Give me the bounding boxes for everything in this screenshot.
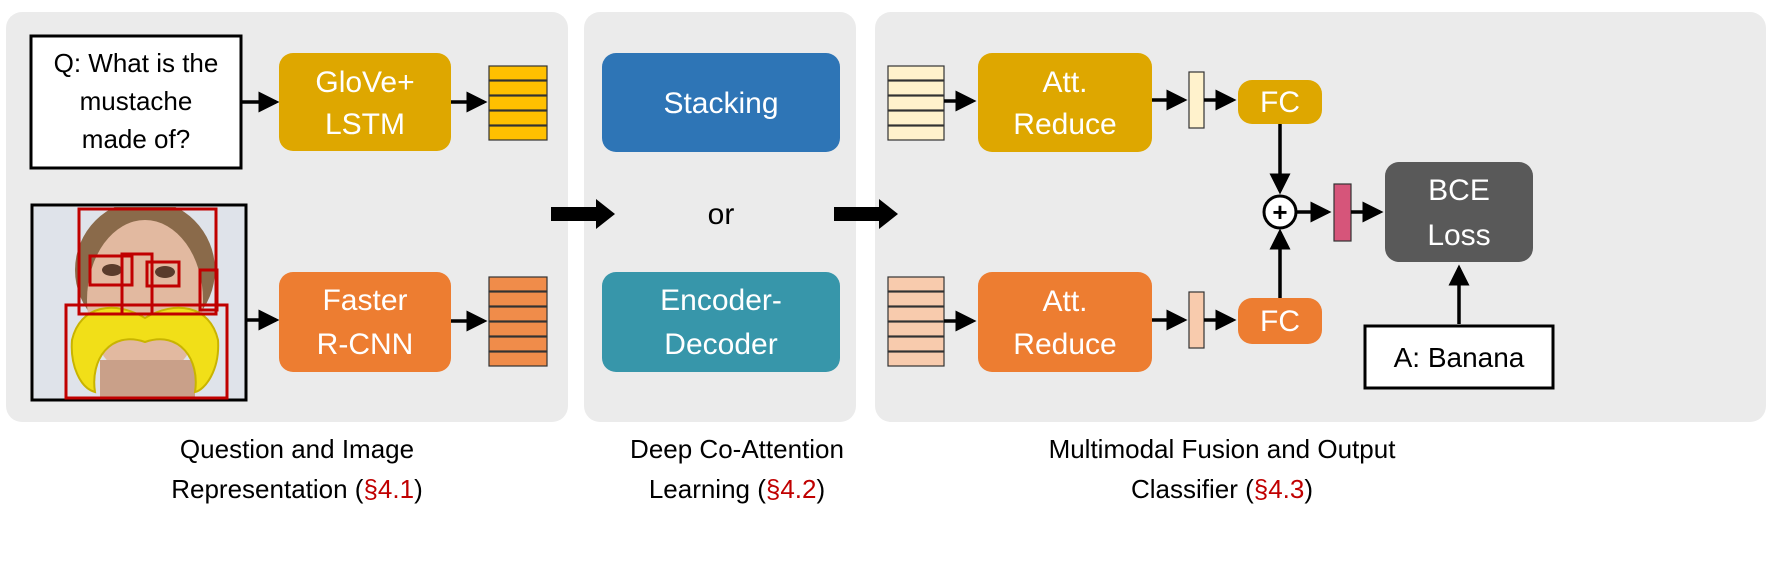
encoder-decoder-box [602,272,840,372]
faster-rcnn-label-2: R-CNN [317,328,414,361]
question-text-3: made of? [82,124,190,154]
faster-rcnn-label-1: Faster [322,284,407,317]
att-reduce-question-label-2: Reduce [1013,108,1116,141]
attended-question-stack [887,65,945,141]
fused-vector [1333,183,1352,242]
fc-image-label: FC [1260,305,1300,338]
arrow-panel2-panel3 [834,199,898,229]
glove-lstm-box [279,53,451,151]
image-feature-stack [488,276,548,367]
glove-lstm-label-2: LSTM [325,108,405,141]
question-text-2: mustache [80,86,193,116]
or-label: or [708,198,735,231]
att-reduce-image-label-2: Reduce [1013,328,1116,361]
stacking-box [602,53,840,152]
attended-image-stack [887,276,945,367]
bce-loss-label-1: BCE [1428,174,1490,207]
caption-coattention-2: Learning (§4.2) [649,474,825,504]
glove-lstm-label-1: GloVe+ [315,66,414,99]
question-vector [1188,71,1205,129]
caption-coattention-1: Deep Co-Attention [630,434,844,464]
encoder-decoder-label-2: Decoder [664,328,777,361]
fc-question-label: FC [1260,86,1300,119]
att-reduce-image-label-1: Att. [1042,285,1087,318]
question-text-1: Q: What is the [54,48,219,78]
question-box [29,34,243,170]
arrow-panel1-panel2 [551,199,615,229]
caption-fusion-1: Multimodal Fusion and Output [1049,434,1397,464]
fc-question-box [1238,80,1322,124]
bce-loss-box [1385,162,1533,262]
caption-representation-1: Question and Image [180,434,414,464]
question-feature-stack [488,65,548,141]
image-vector [1188,291,1205,349]
fc-image-box [1238,298,1322,344]
stacking-label: Stacking [663,87,778,120]
detection-boxes [64,207,229,400]
att-reduce-question-label-1: Att. [1042,66,1087,99]
input-image [34,207,245,399]
att-reduce-question-box [978,53,1152,152]
caption-fusion-2: Classifier (§4.3) [1131,474,1313,504]
image-frame [30,203,248,402]
att-reduce-image-box [978,272,1152,372]
encoder-decoder-label-1: Encoder- [660,284,782,317]
bce-loss-label-2: Loss [1427,219,1490,252]
faster-rcnn-box [279,272,451,372]
caption-representation-2: Representation (§4.1) [171,474,423,504]
sum-label: + [1272,197,1287,227]
answer-label: A: Banana [1394,342,1525,373]
answer-box [1363,324,1555,390]
